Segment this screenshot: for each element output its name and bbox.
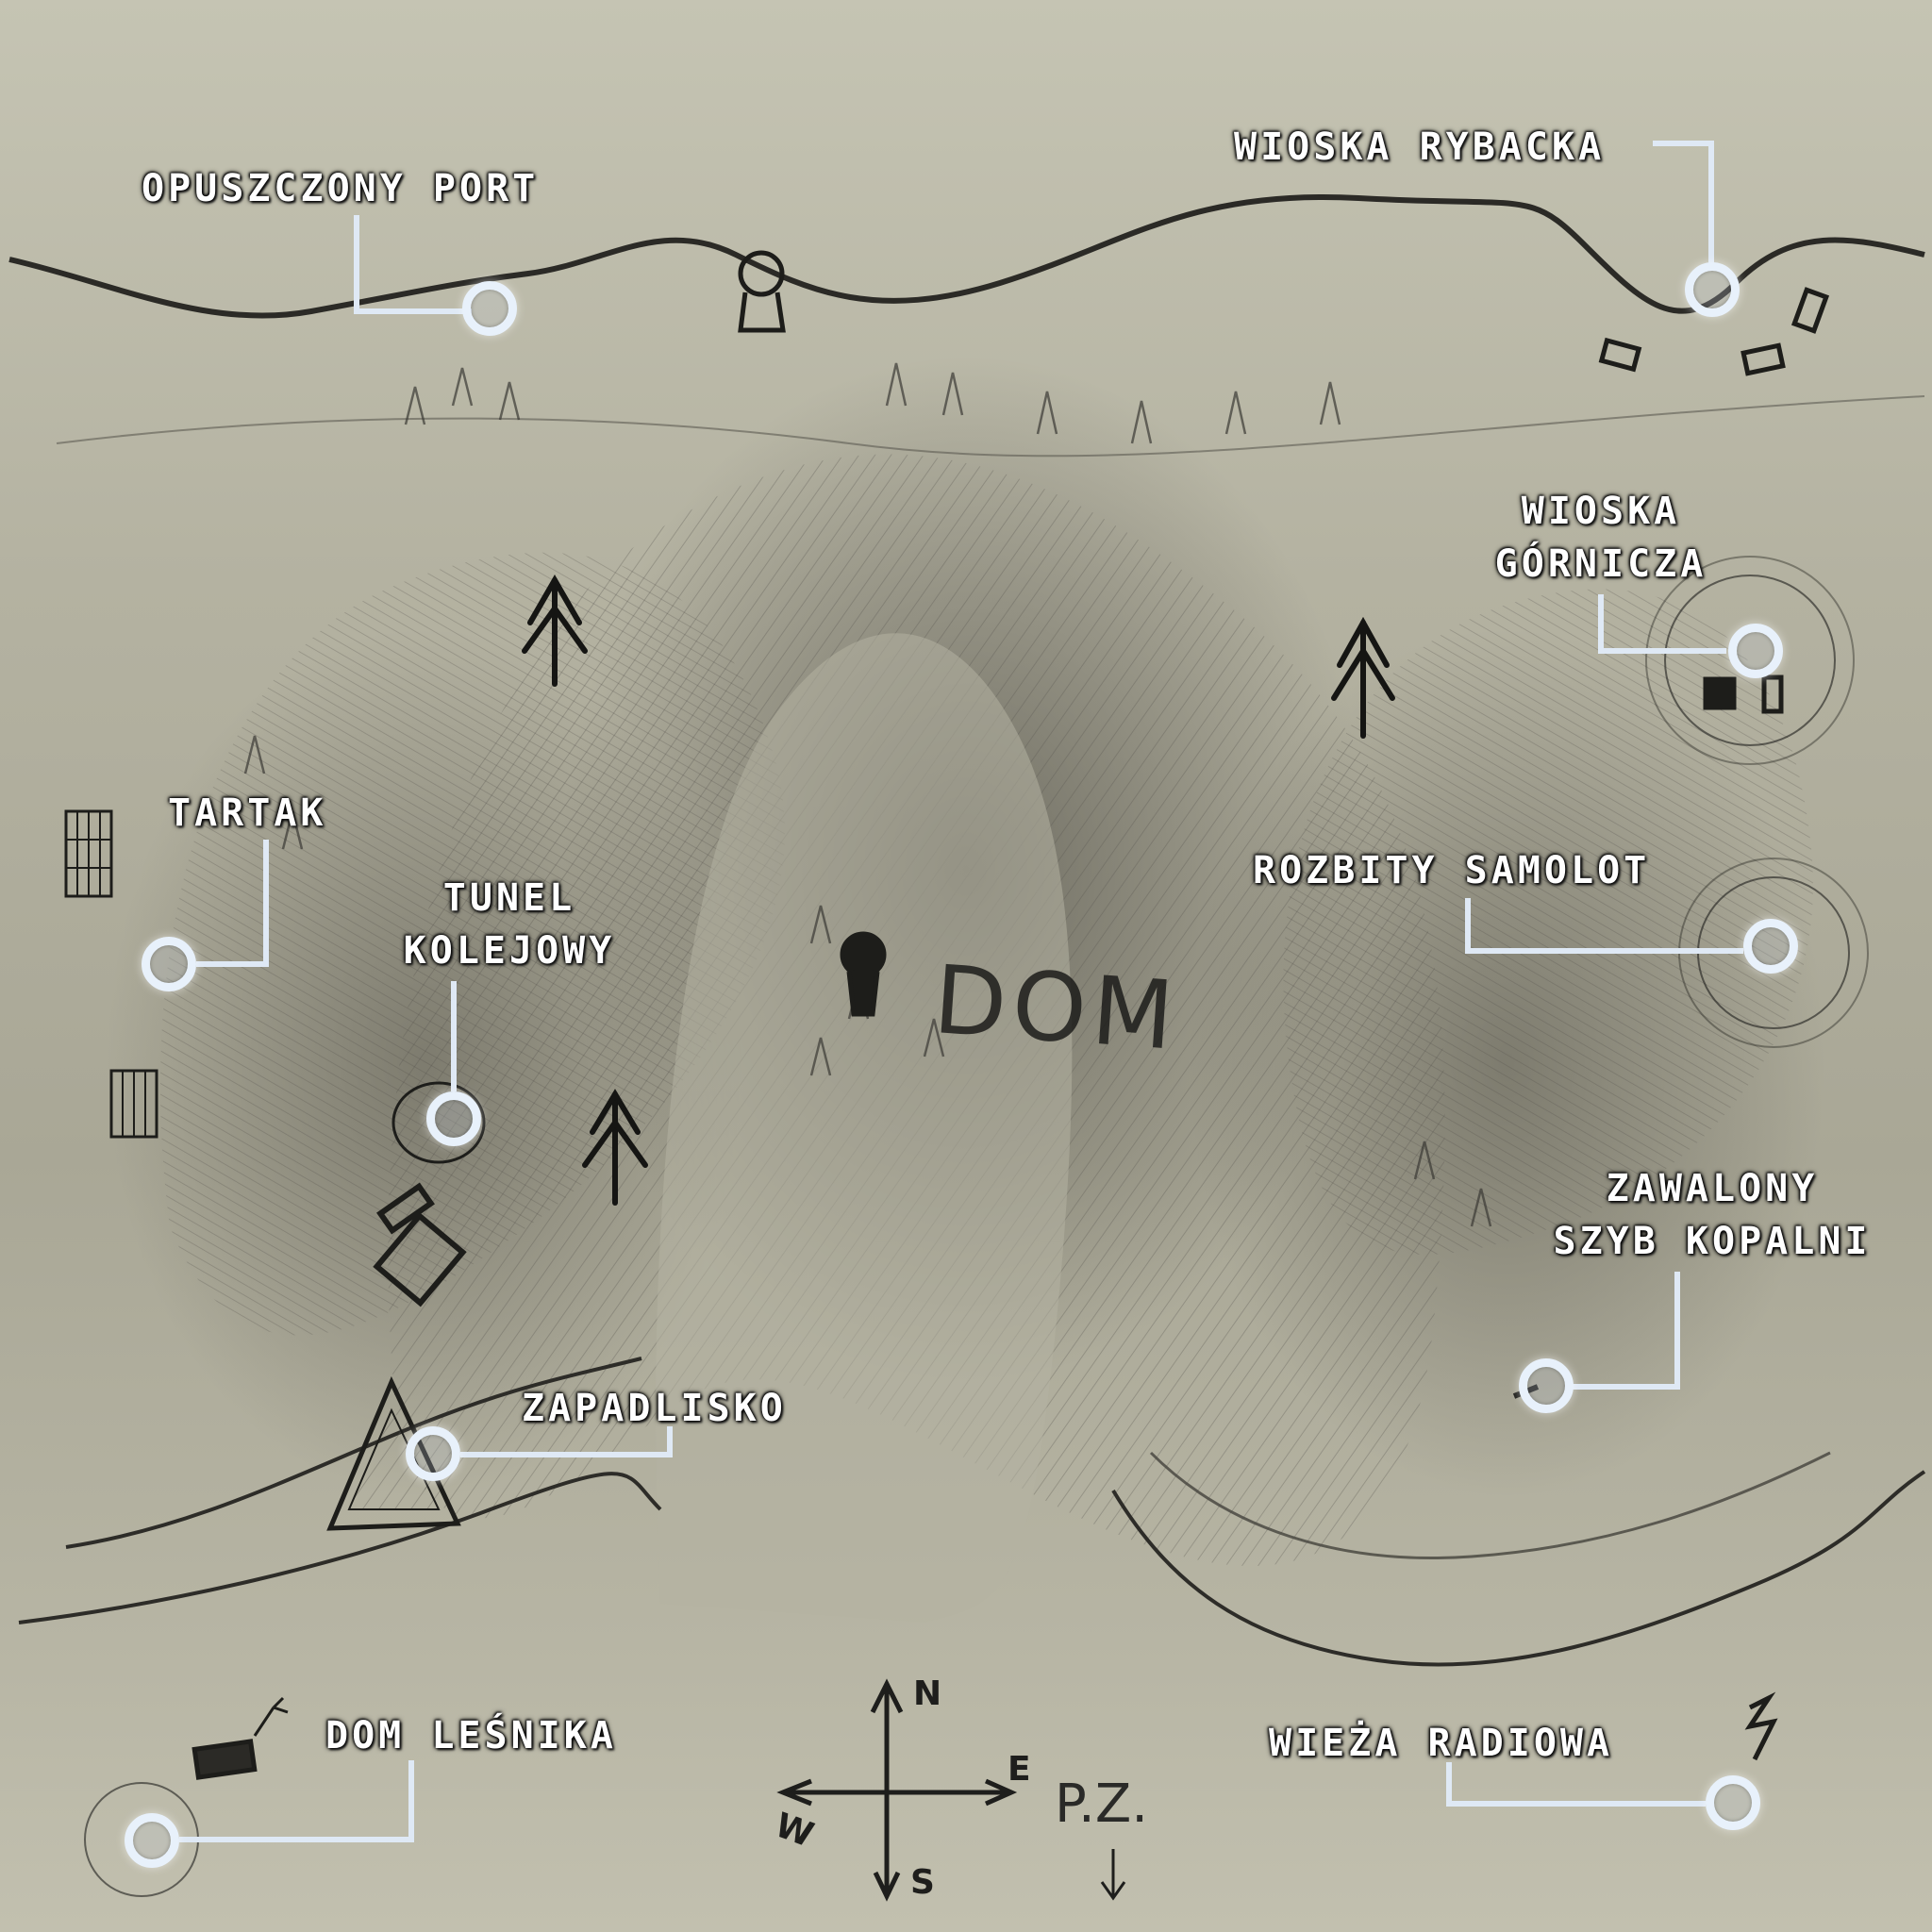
location-pin-dom-lesnika[interactable] [125,1813,179,1868]
location-label-wioska-gornicza: WIOSKA GÓRNICZA [1494,490,1707,586]
home-label: DOM [930,944,1183,1072]
compass-north: N [913,1674,942,1713]
location-label-tunel-kolejowy: TUNEL KOLEJOWY [403,876,616,973]
location-label-rozbity-samolot: ROZBITY SAMOLOT [1253,849,1651,892]
north-coastline [8,193,1925,319]
compass-east: E [1008,1750,1031,1789]
location-label-wieza-radiowa: WIEŻA RADIOWA [1269,1722,1614,1765]
south-east-river [1111,1470,1926,1667]
compass-rose [776,1678,1126,1902]
location-pin-zawalony-szyb-kopalni[interactable] [1519,1358,1574,1413]
location-pin-wioska-rybacka[interactable] [1685,262,1740,317]
location-pin-tartak[interactable] [142,937,196,991]
location-label-dom-lesnika: DOM LEŚNIKA [325,1714,617,1757]
compass-south: S [910,1863,935,1902]
location-pin-wieza-radiowa[interactable] [1706,1775,1760,1830]
location-label-zapadlisko: ZAPADLISKO [522,1387,787,1430]
home-valley [656,633,1073,1624]
location-pin-tunel-kolejowy[interactable] [426,1091,481,1146]
location-label-wioska-rybacka: WIOSKA RYBACKA [1234,125,1606,169]
location-pin-wioska-gornicza[interactable] [1728,624,1783,678]
location-label-tartak: TARTAK [168,791,327,835]
pine-tree [522,575,588,687]
location-label-zawalony-szyb-kopalni: ZAWALONY SZYB KOPALNI [1553,1167,1872,1263]
pine-tree [1331,616,1395,739]
location-pin-rozbity-samolot[interactable] [1743,919,1798,974]
player-marker-label: P.Z. [1055,1774,1149,1835]
pine-tree [582,1089,648,1206]
location-label-opuszczony-port: OPUSZCZONY PORT [142,167,540,210]
label-connectors [179,141,1743,1842]
location-pin-opuszczony-port[interactable] [462,281,517,336]
location-pin-zapadlisko[interactable] [406,1426,460,1481]
